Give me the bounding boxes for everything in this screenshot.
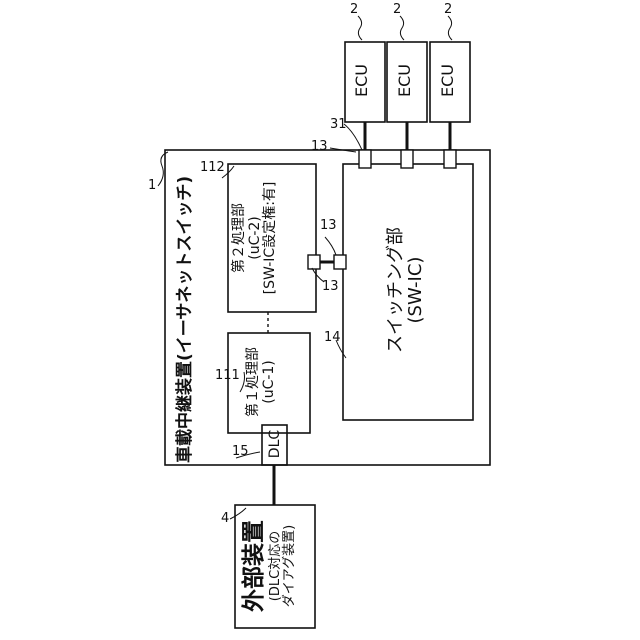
leader-ecu-ref-2: [400, 16, 404, 40]
switch-ref: 14: [324, 330, 341, 345]
external-device-label: 外部装置 (DLC対応の ダイアグ装置): [240, 510, 298, 622]
leader-ecu-ref-3: [448, 16, 452, 40]
switching-unit-label: スイッチング部 (SW-IC): [386, 190, 426, 390]
second-proc-ref: 112: [200, 160, 225, 175]
port-ecu-3: [444, 150, 456, 168]
relay-device-box: [165, 150, 490, 465]
dlc-ref: 15: [232, 444, 249, 459]
port-ecu-1: [359, 150, 371, 168]
ecu-ref-2: 2: [393, 2, 401, 17]
second-processing-unit-label: 第２処理部 (uC-2) [SW-IC設定権:有]: [232, 166, 279, 310]
ecu-label-3: ECU: [439, 67, 457, 97]
relay-ref: 1: [148, 178, 156, 193]
leader-ecu-ref-1: [358, 16, 362, 40]
port-proc: [308, 255, 320, 269]
port-ref-top: 13: [311, 139, 328, 154]
port-ecu-2: [401, 150, 413, 168]
dlc-label: DLC: [265, 426, 284, 462]
leader-port-13-mid-upper: [325, 237, 336, 255]
relay-device-title: 車載中継装置(イーサネットスイッチ): [176, 163, 195, 463]
ecu-label-2: ECU: [396, 67, 414, 97]
port-switch: [334, 255, 346, 269]
leader-relay-ref: [158, 152, 168, 186]
ecu-ref-3: 2: [444, 2, 452, 17]
leader-first-proc-ref: [240, 372, 245, 392]
first-proc-ref: 111: [215, 368, 240, 383]
leader-port-31: [344, 124, 362, 150]
port-ref-mid-lower: 13: [322, 279, 339, 294]
port-ref-mid-upper: 13: [320, 218, 337, 233]
external-ref: 4: [221, 511, 229, 526]
ecu-ref-1: 2: [350, 2, 358, 17]
port-ref-ecu: 31: [330, 117, 347, 132]
first-processing-unit-label: 第１処理部 (uC-1): [246, 335, 277, 429]
ecu-label-1: ECU: [353, 67, 371, 97]
